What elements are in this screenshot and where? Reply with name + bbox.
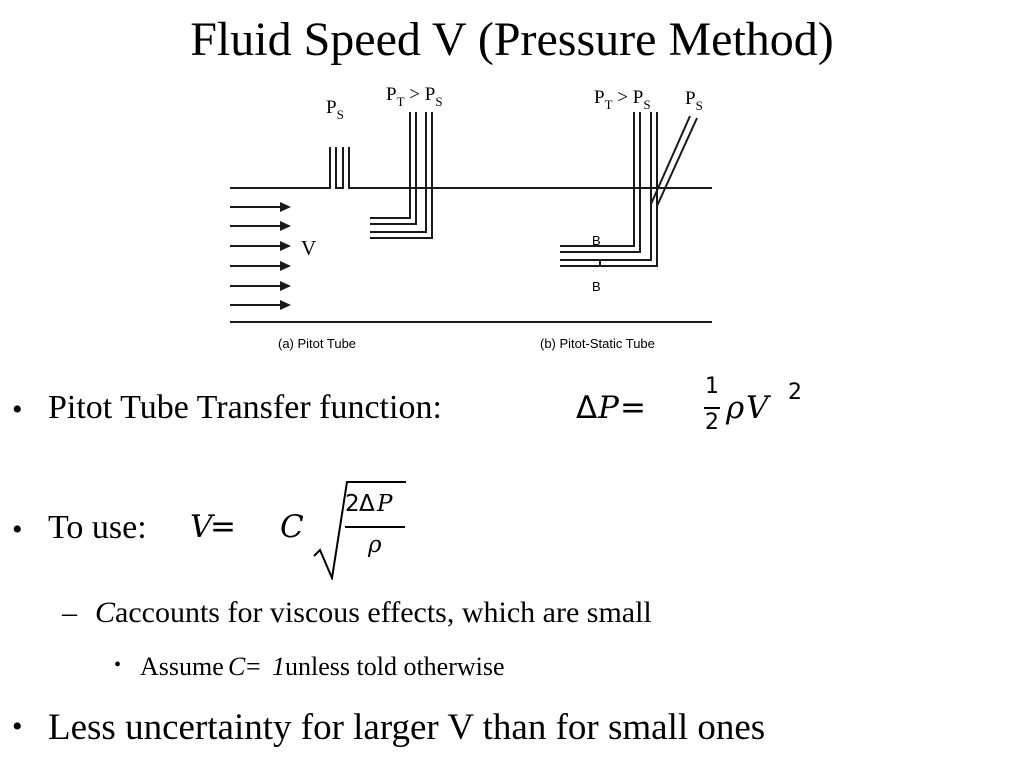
math-equals: = <box>620 390 646 426</box>
fraction-numerator: 1 <box>705 374 719 399</box>
pitot-tube-left <box>370 112 433 239</box>
flow-arrowhead-4 <box>280 261 291 271</box>
dash-marker: – <box>62 596 77 629</box>
label-b-top: B <box>592 233 601 248</box>
assume-text: Assume <box>140 652 224 681</box>
flow-arrowhead-3 <box>280 241 291 251</box>
math-rho: ρ <box>726 390 745 426</box>
math-v: V <box>746 390 769 426</box>
fraction-denominator: 2 <box>705 410 719 435</box>
fraction-bar <box>345 526 405 528</box>
fraction-bar <box>704 407 720 409</box>
channel-top-wall <box>230 147 712 189</box>
math-delta: Δ <box>576 390 598 426</box>
subbullet-text: accounts for viscous effects, which are … <box>115 596 652 629</box>
label-velocity: V <box>301 236 316 260</box>
diagram-lines <box>230 112 712 323</box>
math-num-delta: Δ <box>359 491 375 517</box>
flow-arrowhead-1 <box>280 202 291 212</box>
bullet-marker: • <box>114 654 122 676</box>
pitot-tube-diagram: PS PT > PS PT > PS PS V B B (a) Pitot Tu… <box>230 84 712 351</box>
flow-arrowhead-5 <box>280 281 291 291</box>
italic-c: C <box>95 596 116 629</box>
flow-arrowhead-6 <box>280 300 291 310</box>
bullet-uncertainty: • Less uncertainty for larger V than for… <box>12 706 1012 752</box>
label-ps-left: PS <box>326 97 344 122</box>
label-b-bottom: B <box>592 279 601 294</box>
math-p: P <box>598 390 619 426</box>
italic-one: 1 <box>272 652 285 681</box>
math-num-two: 2 <box>345 491 360 517</box>
math-num-p: P <box>377 491 393 517</box>
bullet-marker: • <box>12 513 23 546</box>
bullet-text: Pitot Tube Transfer function: <box>48 389 442 426</box>
bullet-text: To use: <box>48 509 147 546</box>
label-pt-gt-ps-left: PT > PS <box>386 84 443 109</box>
subbullet-viscous-effects: – C accounts for viscous effects, which … <box>62 596 962 636</box>
subsubbullet-assume-c: • Assume C = 1 unless told otherwise <box>114 652 814 686</box>
italic-c: C <box>228 652 246 681</box>
math-exponent: 2 <box>788 380 802 405</box>
flow-arrowhead-2 <box>280 221 291 231</box>
bullet-marker: • <box>12 710 23 743</box>
math-den-rho: ρ <box>368 532 382 558</box>
caption-pitot-tube: (a) Pitot Tube <box>278 336 356 351</box>
bullet-to-use: • To use: V = C 2 Δ P ρ <box>12 476 1012 586</box>
bullet-transfer-function: • Pitot Tube Transfer function: Δ P = 1 … <box>12 374 1012 444</box>
unless-text: unless told otherwise <box>285 652 505 681</box>
bullet-marker: • <box>12 393 23 426</box>
slide-title: Fluid Speed V (Pressure Method) <box>190 13 834 66</box>
square-root-sign <box>313 481 406 580</box>
label-pt-gt-ps-right: PT > PS <box>594 87 651 112</box>
label-ps-right: PS <box>685 88 703 113</box>
math-v: V <box>190 509 213 545</box>
math-equals: = <box>210 509 236 545</box>
flow-arrows <box>230 202 291 310</box>
bullet-text: Less uncertainty for larger V than for s… <box>48 707 766 748</box>
equals-text: = <box>246 652 261 681</box>
pitot-static-tube-right <box>560 112 698 267</box>
caption-pitot-static-tube: (b) Pitot-Static Tube <box>540 336 655 351</box>
math-c: C <box>280 509 304 545</box>
